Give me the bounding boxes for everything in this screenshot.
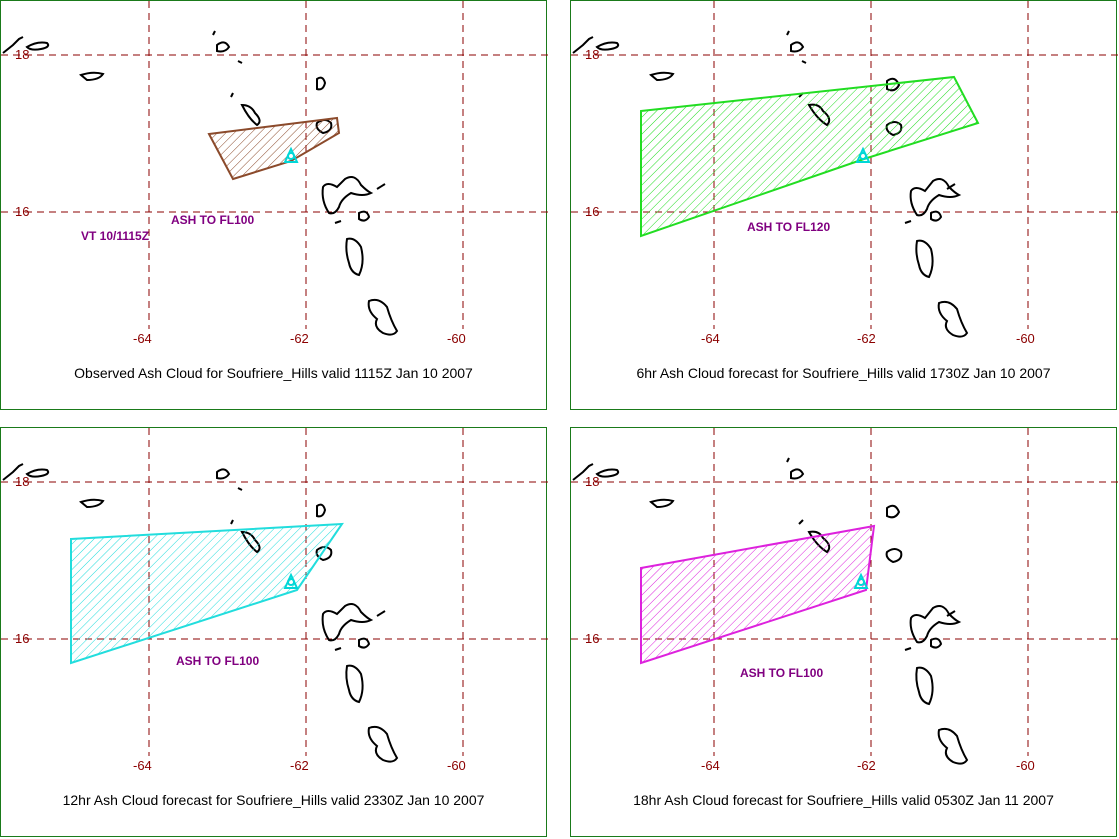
- map-panel-18hr: 18 16 -64 -62 -60 ASH TO FL100 18hr Ash …: [570, 427, 1118, 837]
- lon-label-64: -64: [133, 758, 152, 773]
- lon-label-62: -62: [290, 331, 309, 346]
- panel-caption: Observed Ash Cloud for Soufriere_Hills v…: [74, 365, 473, 381]
- map-canvas: [1, 1, 548, 336]
- coastlines: [2, 30, 399, 336]
- lon-label-64: -64: [133, 331, 152, 346]
- lat-label-18: 18: [15, 47, 30, 62]
- ash-altitude-label: ASH TO FL100: [740, 666, 824, 680]
- volcano-marker: [283, 572, 299, 589]
- panel-caption: 6hr Ash Cloud forecast for Soufriere_Hil…: [636, 365, 1051, 381]
- ash-altitude-label: ASH TO FL100: [176, 654, 260, 668]
- ash-cloud-polygon: [70, 522, 344, 665]
- panel-caption: 12hr Ash Cloud forecast for Soufriere_Hi…: [62, 792, 485, 808]
- ash-cloud-polygon: [207, 116, 341, 181]
- lon-label-62: -62: [857, 758, 876, 773]
- ash-altitude-label: ASH TO FL120: [747, 220, 831, 234]
- valid-time-label: VT 10/1115Z: [81, 229, 150, 243]
- map-panel-observed: 18 16 -64 -62 -60 ASH TO FL100 VT 10/111…: [0, 0, 548, 410]
- volcano-marker: [853, 572, 869, 589]
- lon-label-60: -60: [1016, 758, 1035, 773]
- lat-label-16: 16: [585, 631, 600, 646]
- grid-lines: [1, 428, 548, 756]
- grid-lines: [571, 428, 1118, 756]
- map-panel-12hr: 18 16 -64 -62 -60 ASH TO FL100 12hr Ash …: [0, 427, 548, 837]
- volcano-marker: [283, 146, 299, 163]
- grid-lines: [571, 1, 1118, 329]
- map-canvas: [1, 428, 548, 763]
- lon-label-62: -62: [290, 758, 309, 773]
- lon-label-62: -62: [857, 331, 876, 346]
- map-panel-6hr: 18 16 -64 -62 -60 ASH TO FL120 6hr Ash C…: [570, 0, 1118, 410]
- coastlines: [2, 463, 399, 763]
- lat-label-16: 16: [585, 204, 600, 219]
- lon-label-60: -60: [447, 758, 466, 773]
- grid-lines: [1, 1, 548, 329]
- lon-label-60: -60: [447, 331, 466, 346]
- lon-label-64: -64: [701, 331, 720, 346]
- lat-label-16: 16: [15, 204, 30, 219]
- ash-cloud-polygon: [640, 75, 980, 238]
- ash-cloud-polygon: [640, 524, 876, 665]
- lat-label-18: 18: [585, 474, 600, 489]
- map-canvas: [571, 1, 1118, 338]
- panel-caption: 18hr Ash Cloud forecast for Soufriere_Hi…: [633, 792, 1054, 808]
- lon-label-60: -60: [1016, 331, 1035, 346]
- ash-altitude-label: ASH TO FL100: [171, 213, 255, 227]
- lat-label-18: 18: [15, 474, 30, 489]
- lat-label-16: 16: [15, 631, 30, 646]
- lat-label-18: 18: [585, 47, 600, 62]
- volcano-marker: [855, 146, 871, 163]
- lon-label-64: -64: [701, 758, 720, 773]
- map-canvas: [571, 428, 1118, 765]
